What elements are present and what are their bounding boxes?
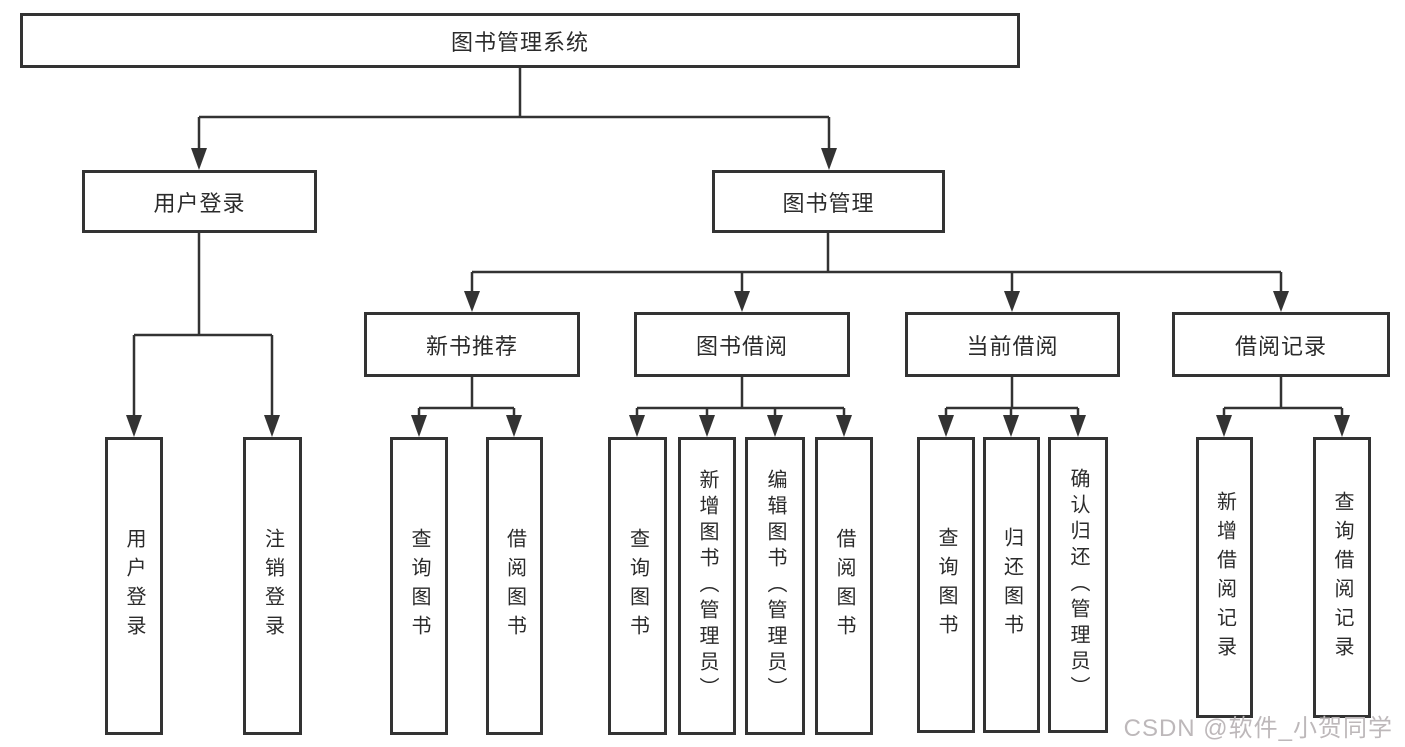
node-book-management: 图书管理 (712, 170, 945, 233)
leaf-br-query-record: 查询借阅记录 (1313, 437, 1371, 718)
leaf-user-login: 用户登录 (105, 437, 163, 735)
leaf-nb-query-books: 查询图书 (390, 437, 448, 735)
node-user-login: 用户登录 (82, 170, 317, 233)
node-new-book-recommend: 新书推荐 (364, 312, 580, 377)
leaf-bb-borrow-books: 借阅图书 (815, 437, 873, 735)
leaf-bb-add-books-admin: 新增图书（管理员） (678, 437, 736, 735)
leaf-br-add-record: 新增借阅记录 (1196, 437, 1253, 718)
leaf-cb-query-books: 查询图书 (917, 437, 975, 733)
node-current-borrow: 当前借阅 (905, 312, 1120, 377)
leaf-logout: 注销登录 (243, 437, 302, 735)
leaf-bb-edit-books-admin: 编辑图书（管理员） (745, 437, 805, 735)
node-borrow-records: 借阅记录 (1172, 312, 1390, 377)
node-book-borrow: 图书借阅 (634, 312, 850, 377)
csdn-watermark: CSDN @软件_小贺同学 (1123, 715, 1393, 742)
leaf-nb-borrow-books: 借阅图书 (486, 437, 543, 735)
node-library-management-system: 图书管理系统 (20, 13, 1020, 68)
leaf-bb-query-books: 查询图书 (608, 437, 667, 735)
leaf-cb-confirm-return-admin: 确认归还（管理员） (1048, 437, 1108, 733)
leaf-cb-return-books: 归还图书 (983, 437, 1040, 733)
